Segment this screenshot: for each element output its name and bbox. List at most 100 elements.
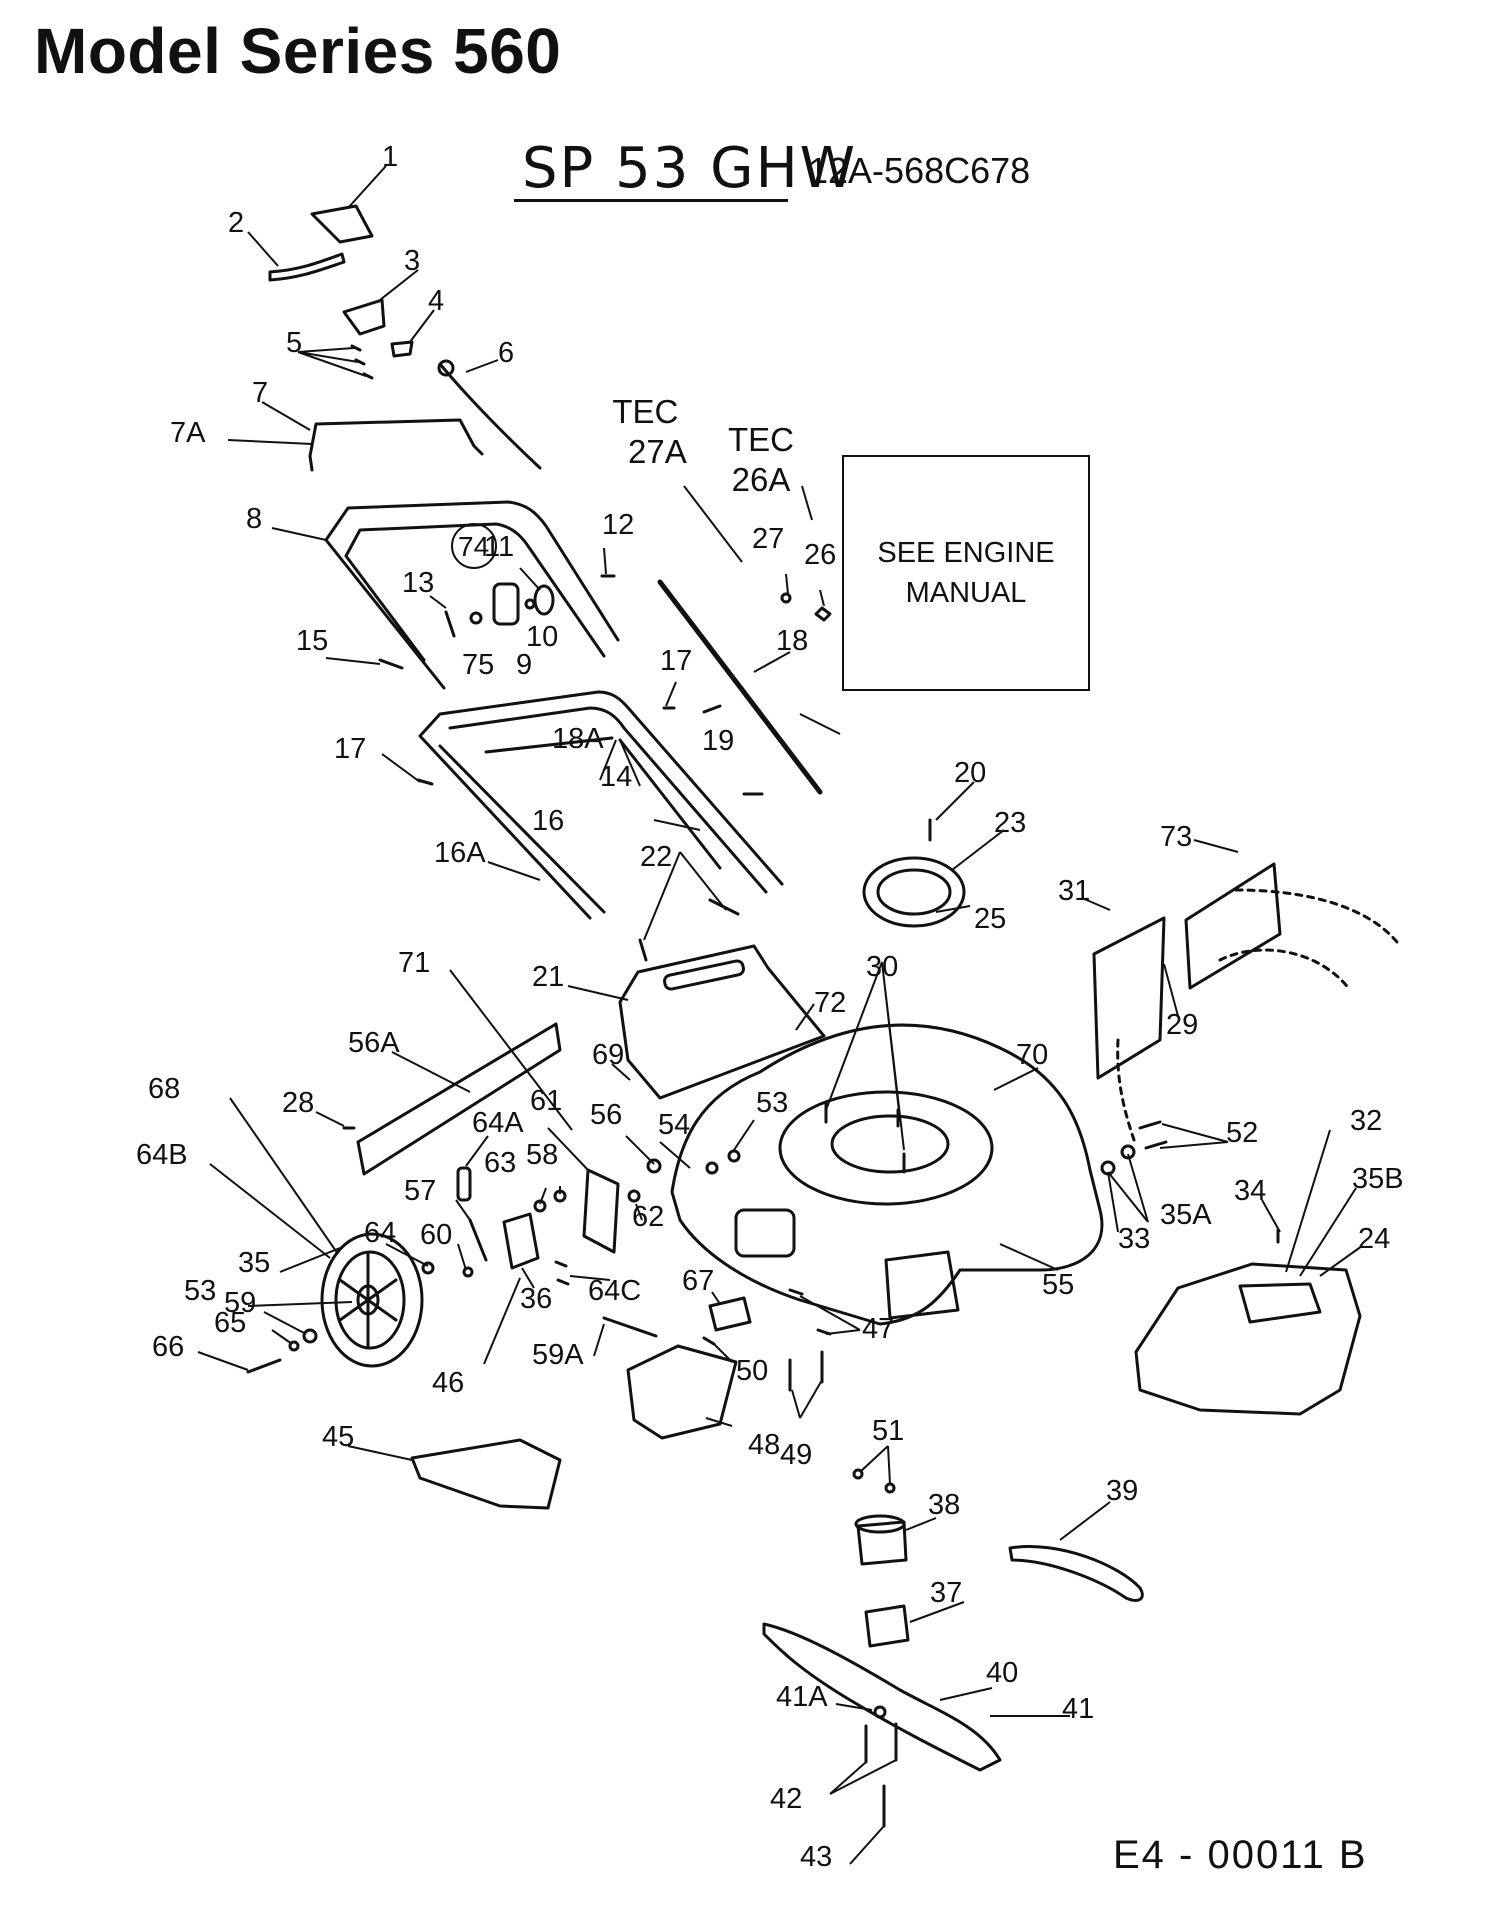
callout-label: 24 <box>1358 1223 1390 1255</box>
leader-lines <box>197 165 1363 1865</box>
tec-label-27a: TEC 27A <box>604 392 686 472</box>
model-name-underline <box>514 199 788 202</box>
callout-circle <box>451 523 497 569</box>
part-knob-11 <box>533 584 555 616</box>
part-deck-front-36 <box>884 1250 960 1320</box>
part-53b <box>627 1189 641 1203</box>
part-belt-37 <box>1008 1545 1144 1602</box>
part-rear-cover-29 <box>1092 916 1166 1080</box>
part-lever-2 <box>268 252 346 282</box>
callout-label: 38 <box>928 1489 960 1521</box>
part-ring-25 <box>862 856 966 928</box>
callout-label: 48 <box>748 1429 780 1461</box>
callout-label: 18 <box>776 625 808 657</box>
part-chute-72 <box>618 944 826 1100</box>
callout-label: 3 <box>404 245 420 277</box>
part-20 <box>638 898 740 962</box>
part-cable-6 <box>438 362 542 470</box>
callout-label: 14 <box>600 761 632 793</box>
callout-label: 17 <box>334 733 366 765</box>
part-bracket-3 <box>342 298 386 336</box>
callout-label: 71 <box>398 947 430 979</box>
callout-label: 41A <box>776 1681 828 1713</box>
callout-label: 68 <box>148 1073 180 1105</box>
part-chute-grip <box>663 959 745 991</box>
callout-label: 47 <box>862 1313 894 1345</box>
part-bracket-56 <box>582 1168 620 1254</box>
callout-label: 56A <box>348 1027 400 1059</box>
callout-label: 55 <box>1042 1269 1074 1301</box>
part-53a <box>705 1161 719 1175</box>
callout-label: 75 <box>462 649 494 681</box>
callout-label: 45 <box>322 1421 354 1453</box>
part-rod-69 <box>356 1022 562 1176</box>
part-adapter-40 <box>864 1604 910 1648</box>
part-65 <box>302 1328 318 1344</box>
callout-label: 7 <box>252 377 268 409</box>
callout-label: 29 <box>1166 1009 1198 1041</box>
part-deflector-51 <box>410 1438 562 1510</box>
part-cable-end-6 <box>437 359 455 377</box>
callout-label: 59A <box>532 1339 584 1371</box>
callout-label: 73 <box>1160 821 1192 853</box>
part-screws-5 <box>350 344 374 380</box>
callout-label: 39 <box>1106 1475 1138 1507</box>
callout-label: 50 <box>736 1355 768 1387</box>
callout-label: 9 <box>516 649 532 681</box>
callout-label: 12 <box>602 509 634 541</box>
part-63 <box>421 1261 435 1275</box>
part-62 <box>462 1266 474 1278</box>
callout-label: 62 <box>632 1201 664 1233</box>
callout-label: 33 <box>1118 1223 1150 1255</box>
callout-label: 40 <box>986 1657 1018 1689</box>
engine-manual-note: SEE ENGINE MANUAL <box>842 455 1090 691</box>
callout-label: 57 <box>404 1175 436 1207</box>
part-bolt-67 <box>246 1358 282 1374</box>
callout-label: 64A <box>472 1107 524 1139</box>
callout-label: 54 <box>658 1109 690 1141</box>
part-nut-75 <box>469 611 483 625</box>
part-rod-16 <box>618 738 722 870</box>
tec-tag: TEC <box>612 393 679 430</box>
part-45 <box>788 1350 824 1392</box>
part-pulley-top <box>854 1514 906 1534</box>
part-blade-41 <box>762 1622 1002 1772</box>
engine-note-line1: SEE ENGINE <box>877 537 1055 569</box>
part-55 <box>554 1260 570 1286</box>
part-screw-21 <box>824 1102 906 1174</box>
part-38b <box>884 1482 896 1494</box>
callout-label: 17 <box>660 645 692 677</box>
part-47 <box>708 1296 752 1332</box>
callout-label: 53 <box>756 1087 788 1119</box>
engine-note-line2: MANUAL <box>905 577 1027 609</box>
part-58 <box>533 1199 547 1213</box>
callout-label: 52 <box>1226 1117 1258 1149</box>
callout-label: 70 <box>1016 1039 1048 1071</box>
part-deck-dome <box>778 1090 994 1206</box>
part-38a <box>852 1468 864 1480</box>
callout-label: 63 <box>484 1147 516 1179</box>
part-clip-4 <box>390 340 414 358</box>
part-26 <box>814 606 832 622</box>
part-control-9 <box>492 582 520 626</box>
part-61 <box>456 1166 472 1202</box>
callout-label: 74 <box>458 531 489 562</box>
tec-tag: TEC <box>728 421 794 458</box>
part-deck-vent <box>734 1208 796 1258</box>
part-ring-inner-73 <box>876 868 952 916</box>
part-46 <box>788 1288 832 1336</box>
callout-label: 28 <box>282 1087 314 1119</box>
model-name: SP 53 GHW <box>522 136 858 201</box>
callout-label: 20 <box>954 757 986 789</box>
callout-label: 60 <box>420 1219 452 1251</box>
callout-label: 36 <box>520 1283 552 1315</box>
part-bolt-15 <box>378 658 404 670</box>
callout-label: 8 <box>246 503 262 535</box>
part-bolt-14 <box>484 736 614 754</box>
callout-label: 6 <box>498 337 514 369</box>
callout-label: 13 <box>402 567 434 599</box>
callout-label: 67 <box>682 1265 714 1297</box>
part-32 <box>1138 1120 1168 1150</box>
